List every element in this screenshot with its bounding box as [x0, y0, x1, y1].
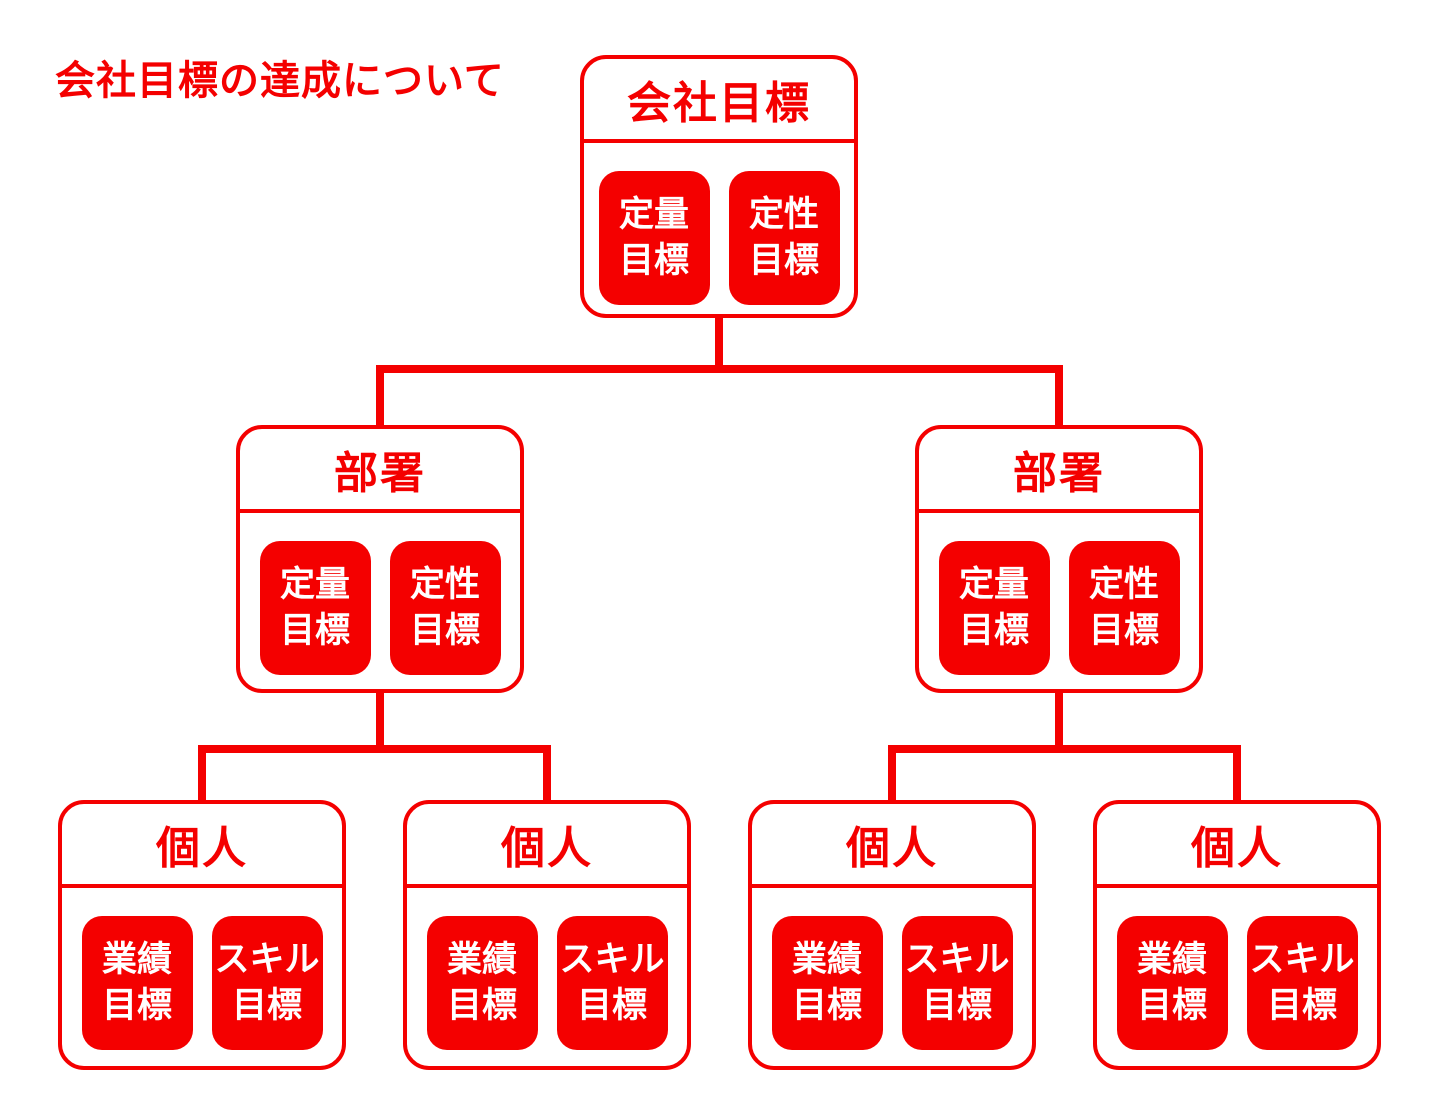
chip-line: 定量	[958, 564, 1029, 605]
chip-line: 目標	[576, 986, 647, 1026]
individual-1-label: 個人	[62, 804, 342, 888]
department-1-body: 定量 目標 定性 目標	[240, 513, 520, 689]
chip-line: 目標	[921, 986, 992, 1026]
chip-line: スキル	[904, 939, 1010, 980]
node-individual-2: 個人 業績 目標 スキル 目標	[403, 800, 691, 1070]
chip-line: 目標	[1136, 986, 1207, 1026]
chip-line: 定量	[279, 564, 350, 605]
chip-line: 定性	[1088, 564, 1159, 605]
connector-dept2-drop-4	[1233, 745, 1241, 802]
chip-line: 業績	[791, 939, 862, 980]
connector-root-bar	[376, 365, 1063, 373]
chip-line: 定性	[748, 194, 819, 235]
connector-dept2-bar	[888, 745, 1241, 753]
chip-quantitative-goal: 定量 目標	[938, 541, 1050, 675]
connector-dept1-bar	[198, 745, 551, 753]
chip-performance-goal: 業績 目標	[426, 916, 538, 1050]
company-goal-body: 定量 目標 定性 目標	[584, 143, 854, 314]
department-1-label: 部署	[240, 429, 520, 513]
chip-line: 定量	[618, 194, 689, 235]
company-goal-label: 会社目標	[584, 59, 854, 143]
chip-skill-goal: スキル 目標	[211, 916, 323, 1050]
chip-line: 目標	[231, 986, 302, 1026]
connector-root-drop-left	[376, 365, 384, 427]
node-company-goal: 会社目標 定量 目標 定性 目標	[580, 55, 858, 318]
node-department-1: 部署 定量 目標 定性 目標	[236, 425, 524, 693]
connector-dept1-stem	[376, 690, 384, 753]
chip-line: 目標	[409, 611, 480, 651]
chip-line: 目標	[791, 986, 862, 1026]
connector-dept2-stem	[1055, 690, 1063, 753]
chip-skill-goal: スキル 目標	[556, 916, 668, 1050]
chip-skill-goal: スキル 目標	[1246, 916, 1358, 1050]
chip-qualitative-goal: 定性 目標	[389, 541, 501, 675]
chip-line: 定性	[409, 564, 480, 605]
chip-skill-goal: スキル 目標	[901, 916, 1013, 1050]
chip-performance-goal: 業績 目標	[81, 916, 193, 1050]
connector-dept1-drop-1	[198, 745, 206, 802]
chip-line: スキル	[559, 939, 665, 980]
chip-qualitative-goal: 定性 目標	[1068, 541, 1180, 675]
department-2-label: 部署	[919, 429, 1199, 513]
chip-line: 目標	[101, 986, 172, 1026]
chip-line: 目標	[958, 611, 1029, 651]
connector-dept2-drop-3	[888, 745, 896, 802]
chip-line: 業績	[446, 939, 517, 980]
connector-root-drop-right	[1055, 365, 1063, 427]
connector-root-stem	[715, 314, 723, 373]
chip-quantitative-goal: 定量 目標	[259, 541, 371, 675]
individual-4-body: 業績 目標 スキル 目標	[1097, 888, 1377, 1066]
chip-line: 目標	[279, 611, 350, 651]
individual-3-body: 業績 目標 スキル 目標	[752, 888, 1032, 1066]
chip-line: 業績	[1136, 939, 1207, 980]
chip-quantitative-goal: 定量 目標	[598, 171, 710, 305]
chip-line: 目標	[748, 241, 819, 281]
node-department-2: 部署 定量 目標 定性 目標	[915, 425, 1203, 693]
chip-line: スキル	[1249, 939, 1355, 980]
connector-dept1-drop-2	[543, 745, 551, 802]
department-2-body: 定量 目標 定性 目標	[919, 513, 1199, 689]
chip-line: 業績	[101, 939, 172, 980]
individual-2-label: 個人	[407, 804, 687, 888]
chip-line: 目標	[618, 241, 689, 281]
chip-performance-goal: 業績 目標	[771, 916, 883, 1050]
diagram-title: 会社目標の達成について	[55, 58, 505, 104]
node-individual-3: 個人 業績 目標 スキル 目標	[748, 800, 1036, 1070]
chip-line: スキル	[214, 939, 320, 980]
individual-3-label: 個人	[752, 804, 1032, 888]
individual-2-body: 業績 目標 スキル 目標	[407, 888, 687, 1066]
chip-performance-goal: 業績 目標	[1116, 916, 1228, 1050]
chip-line: 目標	[1266, 986, 1337, 1026]
chip-qualitative-goal: 定性 目標	[728, 171, 840, 305]
chip-line: 目標	[1088, 611, 1159, 651]
chip-line: 目標	[446, 986, 517, 1026]
individual-4-label: 個人	[1097, 804, 1377, 888]
node-individual-1: 個人 業績 目標 スキル 目標	[58, 800, 346, 1070]
node-individual-4: 個人 業績 目標 スキル 目標	[1093, 800, 1381, 1070]
individual-1-body: 業績 目標 スキル 目標	[62, 888, 342, 1066]
